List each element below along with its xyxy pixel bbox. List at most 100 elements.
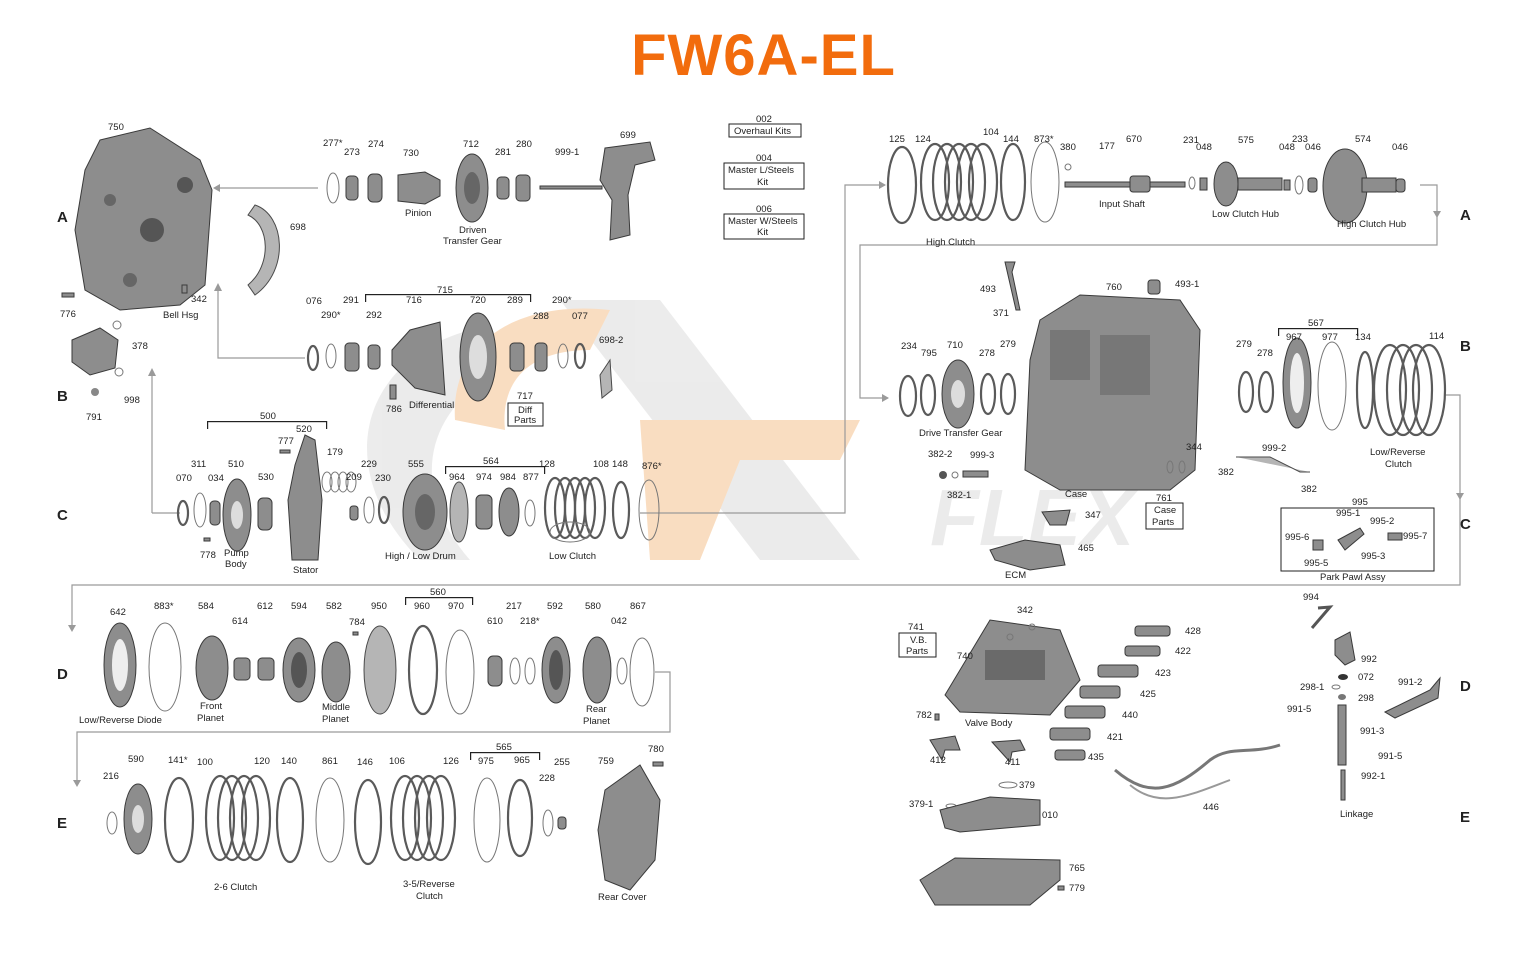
part-label: 277* <box>323 138 343 149</box>
part-label: 114 <box>1429 331 1444 342</box>
part-label: Transfer Gear <box>443 236 502 247</box>
shield-part-698 <box>247 204 280 296</box>
part-label: 048 <box>1196 142 1212 153</box>
part-label: 034 <box>208 473 224 484</box>
part-label: 106 <box>389 756 405 767</box>
part-label: V.B. <box>910 635 927 646</box>
part-label: Middle <box>322 702 350 713</box>
part-label: 048 <box>1279 142 1295 153</box>
section-markers: A B C D E A B C D E <box>57 207 1471 832</box>
part-label: 070 <box>176 473 192 484</box>
part-label: 712 <box>463 139 479 150</box>
part-label: 765 <box>1069 863 1085 874</box>
part-label: 575 <box>1238 135 1254 146</box>
part-label: 594 <box>291 601 307 612</box>
part-label: 072 <box>1358 672 1374 683</box>
part-label: 371 <box>993 308 1009 319</box>
part-label: 423 <box>1155 668 1171 679</box>
part-label: 741 <box>908 622 924 633</box>
part-label: 234 <box>901 341 917 352</box>
pinion-parts: 277* 273 274 730 Pinion <box>323 138 441 219</box>
part-label: Planet <box>322 714 349 725</box>
part-label: 974 <box>476 472 492 483</box>
part-label: Bell Hsg <box>163 310 198 321</box>
high-clutch-pack: 125 124 104 High Clutch 144 873* 380 <box>886 127 1076 248</box>
part-label: 278 <box>1257 348 1273 359</box>
part-label: 004 <box>756 153 772 164</box>
part-label: 292 <box>366 310 382 321</box>
part-label: 761 <box>1156 493 1172 504</box>
part-label: 010 <box>1042 810 1058 821</box>
part-label: 975 <box>478 756 494 767</box>
part-label: 642 <box>110 607 126 618</box>
part-label: Case <box>1065 489 1087 500</box>
kits-legend: 002 Overhaul Kits 004 Master L/Steels Ki… <box>723 114 805 240</box>
part-label: 140 <box>281 756 297 767</box>
part-label: 999-3 <box>970 450 994 461</box>
section-a-right: A <box>1460 207 1471 224</box>
part-label: 977 <box>1322 332 1338 343</box>
part-label: Differential <box>409 400 454 411</box>
part-label: 614 <box>232 616 248 627</box>
part-label: 786 <box>386 404 402 415</box>
part-label: 999-1 <box>555 147 579 158</box>
part-label: 046 <box>1305 142 1321 153</box>
part-label: Low/Reverse Diode <box>79 715 162 726</box>
part-label: 750 <box>108 122 124 133</box>
part-label: 991-5 <box>1378 751 1402 762</box>
section-c-right: C <box>1460 516 1471 533</box>
row-e-clutch-parts: 565 216 590 141* 100 120 2-6 Clutch 140 … <box>103 742 664 903</box>
part-label: 146 <box>357 757 373 768</box>
part-label: 411 <box>1005 757 1020 768</box>
part-label: Kit <box>757 227 768 238</box>
part-label: 382 <box>1301 484 1317 495</box>
part-label: 228 <box>539 773 555 784</box>
part-label: 134 <box>1355 332 1371 343</box>
part-label: High Clutch Hub <box>1337 219 1406 230</box>
part-label: 698 <box>290 222 306 233</box>
part-label: 291 <box>343 295 359 306</box>
part-label: Clutch <box>1385 459 1412 470</box>
part-label: 077 <box>572 311 588 322</box>
part-label: 422 <box>1175 646 1191 657</box>
part-label: Driven <box>459 225 486 236</box>
part-label: 560 <box>430 587 446 598</box>
part-label: 280 <box>516 139 532 150</box>
part-label: 500 <box>260 411 276 422</box>
part-label: 717 <box>517 391 533 402</box>
part-label: 425 <box>1140 689 1156 700</box>
linkage-parts: 994 992 072 298-1 298 991-2 991-5 991-3 … <box>1287 592 1441 820</box>
part-label: 867 <box>630 601 646 612</box>
part-label: 582 <box>326 601 342 612</box>
part-label: Kit <box>757 177 768 188</box>
part-label: 776 <box>60 309 76 320</box>
part-label: 042 <box>611 616 627 627</box>
part-label: Parts <box>514 415 536 426</box>
part-label: 567 <box>1308 318 1324 329</box>
part-label: 964 <box>449 472 465 483</box>
part-label: 218* <box>520 616 540 627</box>
part-label: Parts <box>1152 517 1174 528</box>
part-label: 104 <box>983 127 999 138</box>
part-label: 992 <box>1361 654 1377 665</box>
part-label: 209 <box>346 472 362 483</box>
part-label: Input Shaft <box>1099 199 1145 210</box>
part-label: 290* <box>321 310 341 321</box>
part-label: Parts <box>906 646 928 657</box>
part-label: 144 <box>1003 134 1019 145</box>
part-label: 574 <box>1355 134 1371 145</box>
part-label: 779 <box>1069 883 1085 894</box>
part-label: 177 <box>1099 141 1115 152</box>
part-label: Planet <box>583 716 610 727</box>
low-reverse-clutch-pack: 567 279 278 967 977 134 114 Low/Reverse … <box>1236 318 1447 470</box>
part-label: 995-7 <box>1403 531 1427 542</box>
part-label: 002 <box>756 114 772 125</box>
part-label: 046 <box>1392 142 1408 153</box>
part-label: 128 <box>539 459 555 470</box>
park-pawl-assembly: 995 995-1 995-2 995-3 995-5 995-6 995-7 … <box>1280 497 1435 583</box>
part-label: Case <box>1154 505 1176 516</box>
cooler-line-999-2: 999-2 382 382 <box>1218 443 1317 495</box>
part-label: 791 <box>86 412 102 423</box>
part-label: 493-1 <box>1175 279 1199 290</box>
part-label: 148 <box>612 459 628 470</box>
